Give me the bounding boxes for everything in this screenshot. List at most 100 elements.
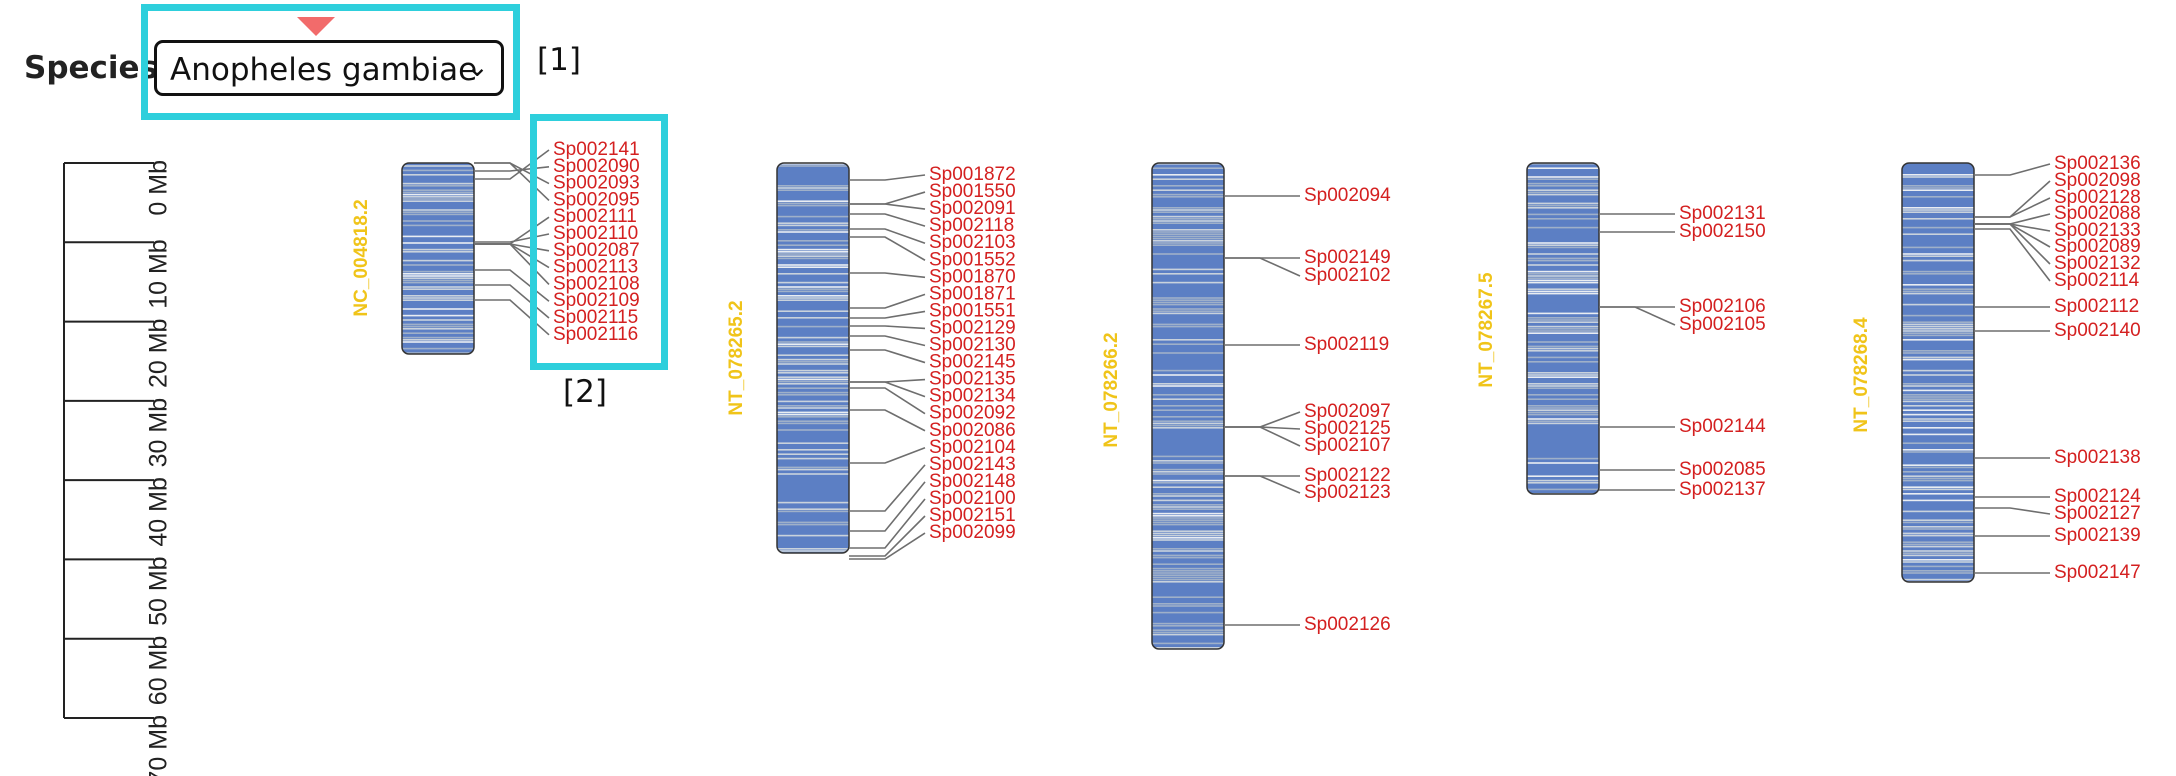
chromosome-band: [1152, 605, 1224, 607]
gene-label[interactable]: Sp002140: [2054, 320, 2141, 341]
gene-label[interactable]: Sp002115: [553, 307, 638, 328]
chromosome-band: [1527, 288, 1599, 290]
chromosome-band: [1527, 462, 1599, 464]
gene-label[interactable]: Sp002090: [553, 156, 640, 177]
chromosome-band: [1902, 409, 1974, 411]
gene-label[interactable]: Sp002095: [553, 189, 640, 210]
gene-label[interactable]: Sp002127: [2054, 503, 2141, 524]
gene-label[interactable]: Sp002151: [929, 505, 1016, 526]
gene-label[interactable]: Sp002148: [929, 471, 1016, 492]
gene-label[interactable]: Sp002105: [1679, 314, 1766, 335]
gene-label[interactable]: Sp002143: [929, 454, 1016, 475]
gene-label[interactable]: Sp002136: [2054, 153, 2141, 174]
gene-label[interactable]: Sp002123: [1304, 482, 1391, 503]
gene-label[interactable]: Sp002138: [2054, 447, 2141, 468]
gene-label[interactable]: Sp002111: [553, 206, 637, 227]
chromosome-band: [777, 187, 849, 189]
chromosome-band: [1152, 394, 1224, 396]
gene-label[interactable]: Sp002131: [1679, 203, 1766, 224]
gene-label[interactable]: Sp002097: [1304, 401, 1391, 422]
gene-label[interactable]: Sp002106: [1679, 296, 1766, 317]
chromosome-band: [1527, 279, 1599, 282]
gene-label[interactable]: Sp002129: [929, 317, 1016, 338]
gene-label[interactable]: Sp002126: [1304, 614, 1391, 635]
gene-label[interactable]: Sp002113: [553, 257, 638, 278]
gene-label[interactable]: Sp001872: [929, 164, 1016, 185]
gene-label[interactable]: Sp002094: [1304, 185, 1391, 206]
chromosome-band: [1152, 455, 1224, 458]
chromosome-band: [1527, 332, 1599, 334]
chromosome-band: [1902, 389, 1974, 392]
gene-label[interactable]: Sp001870: [929, 266, 1016, 287]
chromosome-band: [1527, 244, 1599, 246]
gene-label[interactable]: Sp002089: [2054, 236, 2141, 257]
gene-label[interactable]: Sp002092: [929, 403, 1016, 424]
chromosome-band: [1152, 242, 1224, 244]
species-select[interactable]: Anopheles gambiae ⌄: [154, 40, 504, 96]
gene-label[interactable]: Sp001550: [929, 181, 1016, 202]
gene-label[interactable]: Sp002093: [553, 173, 640, 194]
chromosome-band: [1527, 488, 1599, 491]
chromosome-band: [777, 290, 849, 293]
gene-label[interactable]: Sp002099: [929, 522, 1016, 543]
gene-label[interactable]: Sp002116: [553, 324, 638, 345]
gene-label[interactable]: Sp002118: [929, 215, 1014, 236]
gene-label[interactable]: Sp002135: [929, 369, 1016, 390]
chromosome-band: [1152, 508, 1224, 510]
chromosome-band: [402, 297, 474, 299]
gene-label[interactable]: Sp002109: [553, 290, 640, 311]
chromosome-name: NT_078268.4: [1851, 317, 1872, 433]
gene-label[interactable]: Sp002130: [929, 335, 1016, 356]
scale-tick-label: 50 Mb: [145, 556, 173, 625]
gene-label[interactable]: Sp002112: [2054, 296, 2139, 317]
chromosome-band: [777, 299, 849, 301]
gene-label[interactable]: Sp001552: [929, 249, 1016, 270]
chromosome-band: [1152, 521, 1224, 524]
gene-label[interactable]: Sp002104: [929, 437, 1016, 458]
gene-label[interactable]: Sp002108: [553, 273, 640, 294]
gene-label[interactable]: Sp001551: [929, 300, 1016, 321]
chromosome-band: [1152, 468, 1224, 471]
chromosome-band: [777, 508, 849, 510]
gene-label[interactable]: Sp002091: [929, 198, 1016, 219]
gene-label[interactable]: Sp002119: [1304, 334, 1389, 355]
gene-label[interactable]: Sp002098: [2054, 170, 2141, 191]
gene-label[interactable]: Sp002086: [929, 420, 1016, 441]
gene-label[interactable]: Sp002137: [1679, 479, 1766, 500]
chromosome-band: [1527, 422, 1599, 425]
chromosome-band: [777, 354, 849, 356]
gene-label[interactable]: Sp002133: [2054, 220, 2141, 241]
chromosome-band: [402, 341, 474, 343]
gene-label[interactable]: Sp002103: [929, 232, 1016, 253]
gene-label[interactable]: Sp002149: [1304, 247, 1391, 268]
gene-label[interactable]: Sp002122: [1304, 465, 1391, 486]
gene-label[interactable]: Sp002087: [553, 240, 640, 261]
gene-label[interactable]: Sp002107: [1304, 435, 1391, 456]
gene-label[interactable]: Sp002124: [2054, 486, 2141, 507]
gene-label[interactable]: Sp002132: [2054, 253, 2141, 274]
gene-label[interactable]: Sp002114: [2054, 270, 2140, 291]
chromosome-band: [1902, 330, 1974, 332]
gene-label[interactable]: Sp002085: [1679, 459, 1766, 480]
gene-label[interactable]: Sp002128: [2054, 187, 2141, 208]
gene-label[interactable]: Sp002139: [2054, 525, 2141, 546]
gene-label[interactable]: Sp002102: [1304, 265, 1391, 286]
gene-label[interactable]: Sp002144: [1679, 416, 1766, 437]
gene-label[interactable]: Sp002147: [2054, 562, 2141, 583]
gene-label[interactable]: Sp002100: [929, 488, 1016, 509]
gene-label[interactable]: Sp001871: [929, 283, 1016, 304]
gene-label[interactable]: Sp002110: [553, 223, 638, 244]
chromosome-band: [1902, 292, 1974, 295]
gene-label[interactable]: Sp002134: [929, 386, 1016, 407]
gene-label[interactable]: Sp002145: [929, 352, 1016, 373]
chromosome-band: [1902, 572, 1974, 574]
chromosome-band: [1902, 259, 1974, 262]
gene-label[interactable]: Sp002088: [2054, 203, 2141, 224]
gene-label[interactable]: Sp002125: [1304, 418, 1391, 439]
chromosome-band: [1902, 246, 1974, 249]
chromosome-band: [1527, 341, 1599, 343]
chromosome-band: [402, 189, 474, 191]
chromosome-band: [1902, 528, 1974, 530]
gene-label[interactable]: Sp002141: [553, 139, 640, 160]
gene-label[interactable]: Sp002150: [1679, 221, 1766, 242]
